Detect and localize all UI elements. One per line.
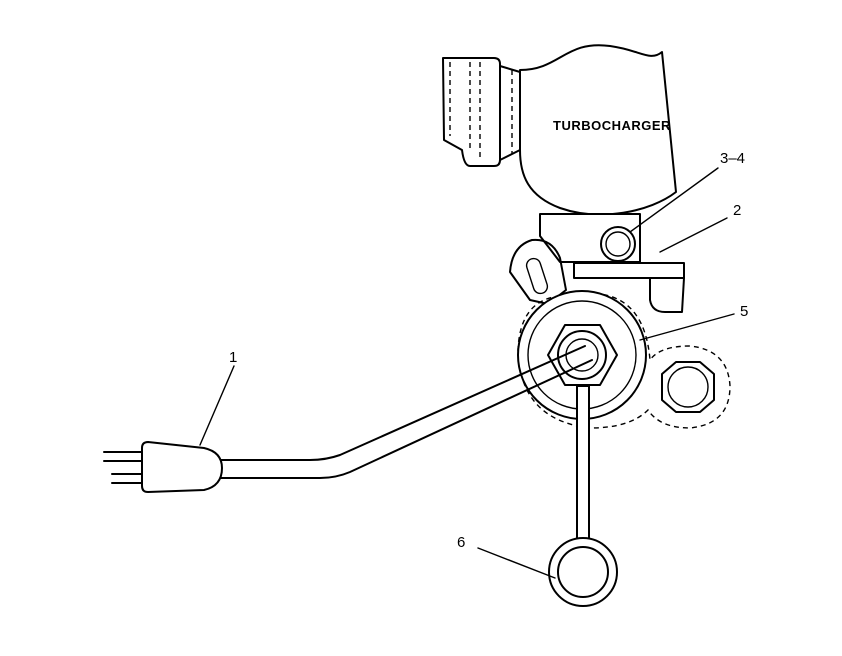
- turbocharger-label: TURBOCHARGER: [553, 118, 671, 133]
- callout-5: 5: [740, 303, 748, 320]
- callout-1: 1: [229, 349, 237, 366]
- callout-3-4: 3–4: [720, 150, 745, 167]
- callout-6: 6: [457, 534, 465, 551]
- callout-leaders: [199, 167, 735, 579]
- sensor-holder: [517, 290, 647, 420]
- power-cable: [217, 345, 593, 479]
- power-plug: [103, 441, 223, 493]
- slotted-bracket: [509, 238, 567, 305]
- indicator-handle: [548, 385, 618, 607]
- callout-2: 2: [733, 202, 741, 219]
- turbocharger-housing: TURBOCHARGER: [442, 44, 685, 313]
